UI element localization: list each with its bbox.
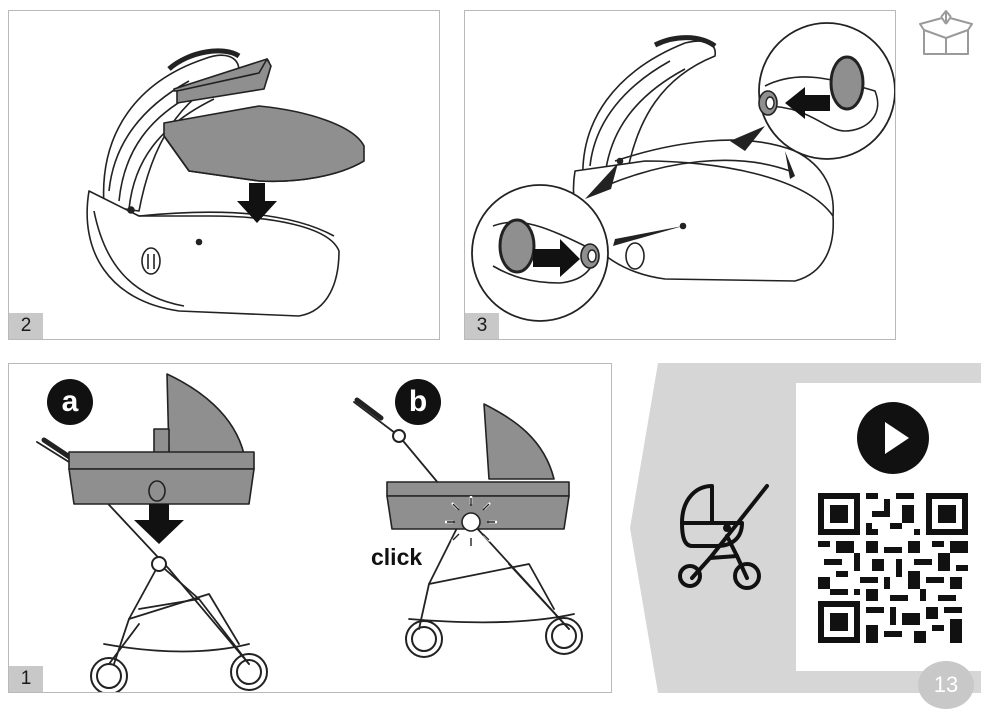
arrow-down-icon <box>134 504 184 544</box>
step-number-2: 2 <box>9 313 43 339</box>
wheel <box>90 653 268 692</box>
magnifier-top <box>758 22 895 160</box>
box-up-icon <box>919 10 973 55</box>
step-number-1: 1 <box>9 666 43 692</box>
video-qr-card[interactable] <box>796 383 981 671</box>
step-3-panel: 3 <box>464 10 896 340</box>
step-1-panel: a b click 1 <box>8 363 612 693</box>
sub-step-a-badge: a <box>47 379 93 425</box>
bassinet-mount-illustration <box>36 373 583 692</box>
page-number: 13 <box>918 661 974 709</box>
bassinet-cover-attach-illustration <box>471 22 895 322</box>
stroller-icon <box>678 484 769 590</box>
step-2-panel: 2 <box>8 10 440 340</box>
step-number-3: 3 <box>465 313 499 339</box>
play-icon[interactable] <box>856 401 930 475</box>
magnifier-bottom <box>471 184 609 322</box>
sub-step-b-badge: b <box>395 379 441 425</box>
click-label: click <box>371 544 423 570</box>
arrow-down-icon <box>237 183 277 223</box>
bassinet-cover-illustration <box>86 48 365 317</box>
qr-code[interactable] <box>818 493 968 643</box>
